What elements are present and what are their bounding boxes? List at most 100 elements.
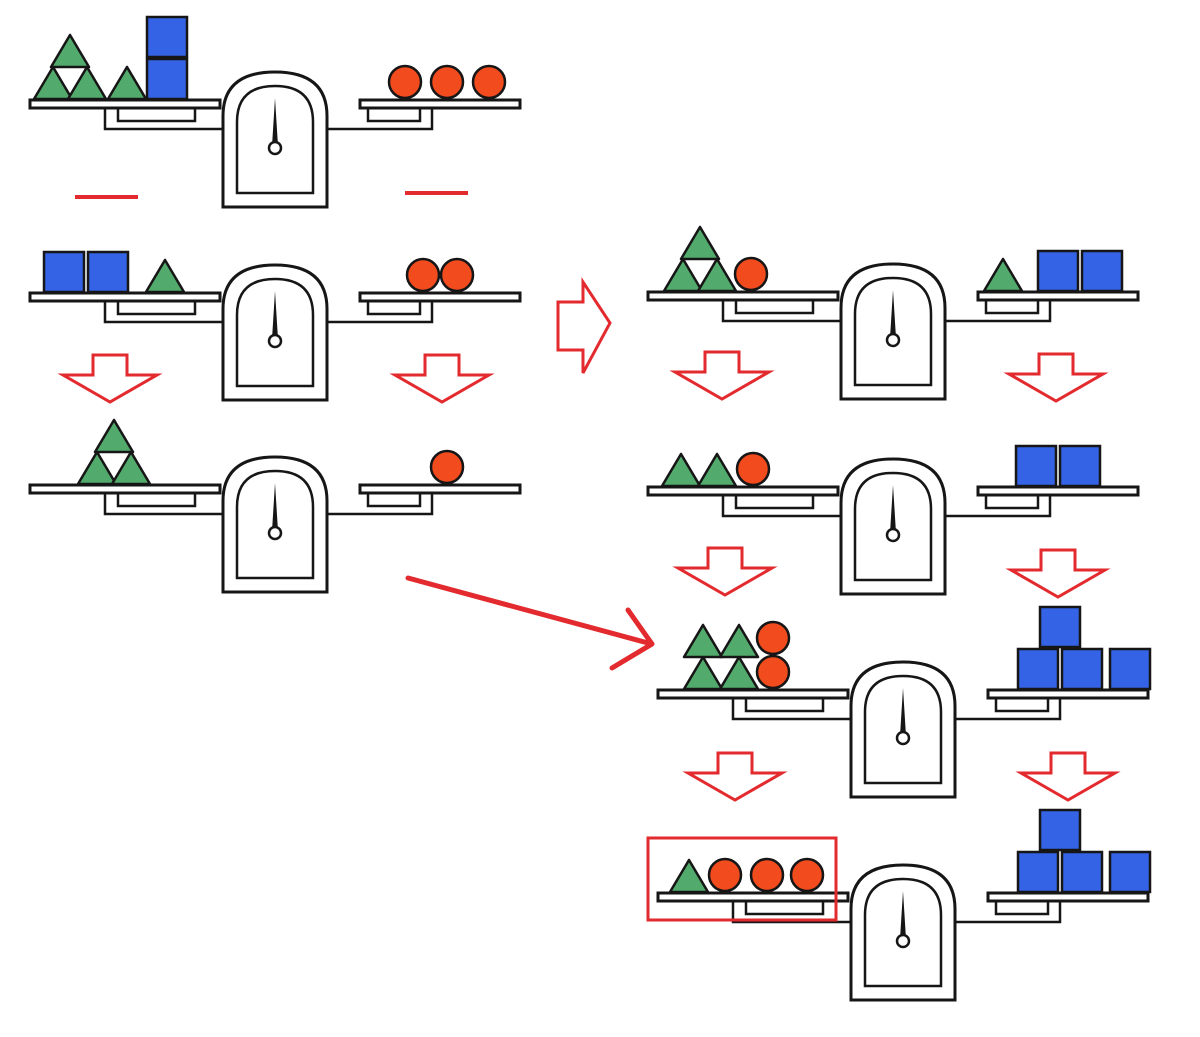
square-weight <box>1108 850 1152 894</box>
square-weight <box>1016 647 1060 691</box>
left-pan <box>28 291 222 303</box>
right-arm <box>327 493 434 516</box>
square-weight <box>1108 647 1152 691</box>
left-pan <box>646 290 840 302</box>
balance-scale-s4 <box>646 225 1140 401</box>
triangle-weight <box>49 33 91 69</box>
scale-pivot <box>267 525 283 541</box>
left-pan <box>28 483 222 495</box>
circle-weight <box>439 257 475 293</box>
right-pan <box>358 483 522 495</box>
diagonal-arrow-head <box>609 607 655 671</box>
left-pan <box>656 688 850 700</box>
down-arrow-icon <box>672 546 778 597</box>
triangle-weight <box>718 655 760 691</box>
scale-needle <box>900 891 906 939</box>
square-weight <box>86 250 130 294</box>
right-pan <box>358 98 522 110</box>
down-arrow-icon <box>1003 352 1109 403</box>
balance-scale-s2 <box>28 250 522 402</box>
right-pan-weights <box>387 64 507 100</box>
circle-weight <box>735 451 771 487</box>
triangle-weight <box>682 655 724 691</box>
circle-weight <box>755 620 791 656</box>
scale-pivot <box>895 933 911 949</box>
triangle-weight <box>668 858 710 894</box>
right-pan-weights <box>1014 444 1102 488</box>
right-arm <box>955 901 1062 924</box>
down-arrow-icon <box>57 353 163 404</box>
triangle-weight <box>32 65 74 101</box>
right-pan <box>976 485 1140 497</box>
left-arm <box>731 698 851 721</box>
balance-scale-s5 <box>646 444 1140 596</box>
balance-scale-s1 <box>28 15 522 209</box>
left-pan-weights <box>32 15 189 101</box>
right-pan-weights <box>1016 605 1152 691</box>
left-arm <box>731 901 851 924</box>
triangle-weight <box>144 258 186 294</box>
square-weight <box>1036 249 1080 293</box>
square-weight <box>1060 647 1104 691</box>
down-arrow-icon <box>682 751 788 802</box>
triangle-weight <box>76 450 118 486</box>
circle-weight <box>429 449 465 485</box>
square-weight <box>145 57 189 101</box>
scale-needle <box>272 98 278 146</box>
left-arm <box>103 108 223 131</box>
circle-weight <box>405 257 441 293</box>
left-arm <box>103 301 223 324</box>
left-pan <box>28 98 222 110</box>
scale-needle <box>890 485 896 533</box>
left-pan <box>656 891 850 903</box>
down-arrow-icon <box>1015 751 1121 802</box>
scale-pivot <box>267 333 283 349</box>
triangle-weight <box>110 450 152 486</box>
balance-scale-s3 <box>28 418 522 594</box>
triangle-weight <box>679 225 721 261</box>
triangle-weight <box>106 65 148 101</box>
scale-needle <box>890 290 896 338</box>
right-arm <box>327 108 434 131</box>
left-arm <box>721 300 841 323</box>
square-weight <box>1080 249 1124 293</box>
triangle-weight <box>696 257 738 293</box>
left-pan-weights <box>682 620 791 691</box>
right-pan <box>986 891 1150 903</box>
scale-needle <box>900 688 906 736</box>
right-arrow-icon <box>556 276 612 374</box>
square-weight <box>42 250 86 294</box>
left-pan-weights <box>76 418 152 486</box>
diagonal-arrow-shaft <box>405 575 651 646</box>
down-arrow-icon <box>669 350 775 401</box>
triangle-weight <box>982 257 1024 293</box>
square-weight <box>1016 850 1060 894</box>
circle-weight <box>707 857 743 893</box>
square-weight <box>1058 444 1102 488</box>
circle-weight <box>749 857 785 893</box>
circle-weight <box>789 857 825 893</box>
square-weight <box>145 15 189 59</box>
right-pan-weights <box>429 449 465 485</box>
balance-scale-s6 <box>656 605 1152 799</box>
scale-pivot <box>267 140 283 156</box>
right-arm <box>945 495 1052 518</box>
right-arm <box>955 698 1062 721</box>
left-pan-weights <box>42 250 186 294</box>
triangle-weight <box>696 452 738 488</box>
square-weight <box>1038 808 1082 852</box>
scale-pivot <box>885 527 901 543</box>
triangle-weight <box>662 257 704 293</box>
right-pan <box>986 688 1150 700</box>
answer-highlight-box <box>646 836 838 922</box>
left-arm <box>721 495 841 518</box>
circle-weight <box>471 64 507 100</box>
right-arm <box>327 301 434 324</box>
circle-weight <box>733 256 769 292</box>
triangle-weight <box>682 623 724 659</box>
scale-needle <box>272 483 278 531</box>
balance-scale-s7 <box>656 808 1152 1002</box>
scale-pivot <box>895 730 911 746</box>
right-arm <box>945 300 1052 323</box>
